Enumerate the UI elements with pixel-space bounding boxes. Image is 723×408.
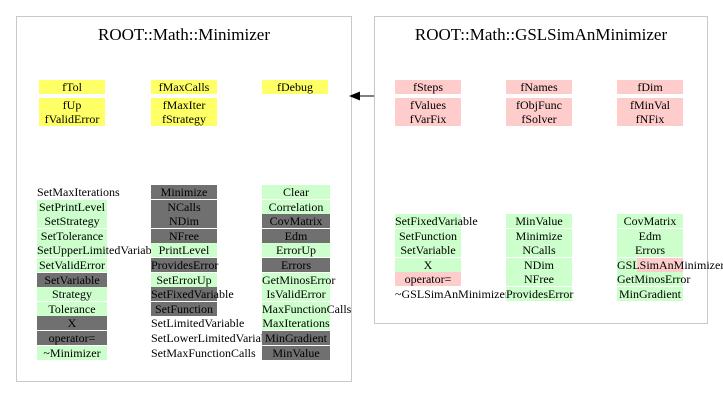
minimizer-methods-col3-item: Correlation — [262, 199, 330, 214]
simanminimizer-members-col2-item: fObjFunc — [506, 98, 572, 112]
minimizer-methods-col3-item: GetMinosError — [262, 272, 336, 287]
simanminimizer-methods-col1-item: SetFunction — [395, 228, 461, 243]
minimizer-methods-col1-item: Tolerance — [37, 301, 107, 316]
simanminimizer-methods-col2-item: NDim — [506, 257, 572, 272]
simanminimizer-class-title: ROOT::Math::GSLSimAnMinimizer — [414, 25, 668, 44]
minimizer-class-title: ROOT::Math::Minimizer — [98, 25, 270, 44]
simanminimizer-methods-col1-item: operator= — [395, 272, 461, 287]
simanminimizer-methods-col3-item: CovMatrix — [617, 214, 683, 228]
minimizer-methods-col1-item: Strategy — [37, 287, 107, 302]
minimizer-methods-col1-item: SetMaxIterations — [37, 185, 120, 199]
minimizer-methods-col3-item: MinGradient — [262, 331, 330, 345]
simanminimizer-methods-col2-item: MinValue — [506, 214, 572, 228]
minimizer-methods-col2-item: NCalls — [151, 199, 217, 214]
minimizer-methods-col3-item: CovMatrix — [262, 214, 330, 229]
minimizer-members-col2-item: fMaxCalls — [151, 80, 217, 94]
simanminimizer-members-col3-item: fNFix — [617, 112, 683, 126]
minimizer-members-col2-item: fStrategy — [151, 112, 217, 126]
simanminimizer-members-col1-item: fSteps — [395, 80, 461, 94]
simanminimizer-methods-col2-item: ProvidesError — [506, 287, 574, 301]
minimizer-methods-col2-item: SetFixedVariable — [151, 287, 234, 302]
minimizer-members-col1-item: fUp — [39, 98, 105, 112]
simanminimizer-members-col2-item: fSolver — [506, 112, 572, 126]
simanminimizer-members-col2-item: fNames — [506, 80, 572, 94]
minimizer-methods-col2-item: NFree — [151, 228, 217, 243]
simanminimizer-members-col3-item: fDim — [617, 80, 683, 94]
minimizer-methods-col1-item: X — [37, 316, 107, 331]
minimizer-methods-col1-item: ~Minimizer — [37, 345, 107, 360]
simanminimizer-methods-col3-item: Errors — [617, 243, 683, 258]
minimizer-methods-col3-item: MinValue — [262, 345, 330, 360]
minimizer-members-col2-item: fMaxIter — [151, 98, 217, 112]
simanminimizer-members-col1-item: fValues — [395, 98, 461, 112]
minimizer-methods-col3-item: MaxFunctionCalls — [262, 301, 352, 316]
simanminimizer-methods-col1-item: SetFixedVariable — [395, 214, 478, 228]
simanminimizer-members-col3-item: fMinVal — [617, 98, 683, 112]
simanminimizer-methods-col2-item: NCalls — [506, 243, 572, 258]
minimizer-members-col1-item: fTol — [39, 80, 105, 94]
simanminimizer-methods-col3-item: GetMinosError — [617, 272, 691, 287]
simanminimizer-methods-col1-item: X — [395, 257, 461, 272]
minimizer-methods-col1-item: SetValidError — [37, 258, 107, 272]
simanminimizer-methods-col3-item: MinGradient — [617, 287, 683, 301]
minimizer-methods-col3-item: ErrorUp — [262, 243, 330, 258]
minimizer-methods-col2-item: SetFunction — [151, 301, 217, 316]
simanminimizer-methods-col3-item: Edm — [617, 228, 683, 243]
simanminimizer-methods-col2-item: Minimize — [506, 228, 572, 243]
minimizer-members-col3-item: fDebug — [262, 80, 328, 94]
minimizer-methods-col3-item: Edm — [262, 228, 330, 243]
minimizer-methods-col3-item: IsValidError — [262, 287, 330, 302]
minimizer-methods-col3-item: Errors — [262, 258, 330, 272]
minimizer-methods-col1-item: SetStrategy — [37, 214, 107, 229]
simanminimizer-members-col1-item: fVarFix — [395, 112, 461, 126]
minimizer-methods-col2-item: SetErrorUp — [151, 272, 217, 287]
simanminimizer-methods-col2-item: NFree — [506, 272, 572, 287]
minimizer-methods-col1-item: operator= — [37, 331, 107, 345]
simanminimizer-methods-col1-item: SetVariable — [395, 243, 461, 258]
minimizer-methods-col1-item: SetVariable — [37, 272, 107, 287]
minimizer-methods-col2-item: Minimize — [151, 185, 217, 199]
minimizer-methods-col1-item: SetTolerance — [37, 228, 107, 243]
minimizer-methods-col2-item: ProvidesError — [151, 258, 219, 272]
inheritance-arrow-head — [349, 91, 360, 101]
minimizer-methods-col2-item: PrintLevel — [151, 243, 217, 258]
minimizer-methods-col2-item: NDim — [151, 214, 217, 229]
minimizer-methods-col3-item: MaxIterations — [262, 316, 330, 331]
minimizer-methods-col3-item: Clear — [262, 185, 330, 199]
minimizer-members-col1-item: fValidError — [39, 112, 105, 126]
minimizer-methods-col1-item: SetPrintLevel — [37, 199, 107, 214]
